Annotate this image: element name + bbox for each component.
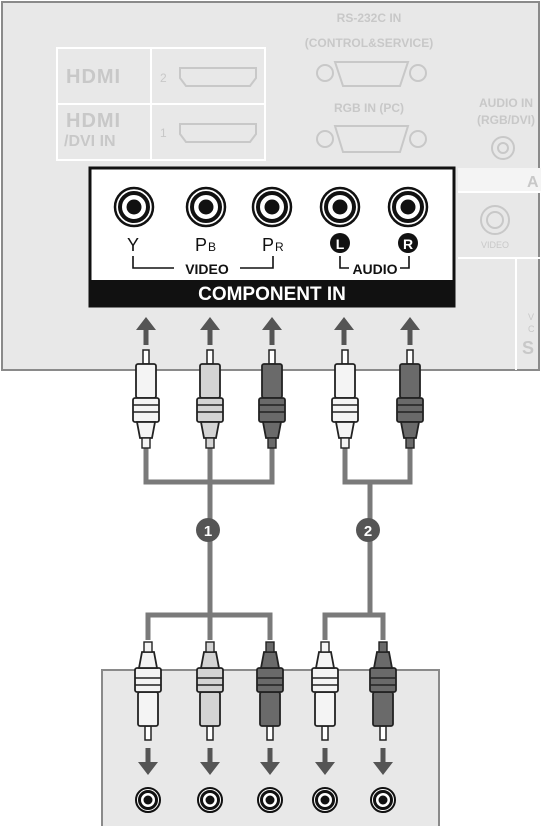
cable-wires (143, 445, 413, 640)
component-in-label: COMPONENT IN (198, 284, 346, 305)
av-video-label: VIDEO (481, 240, 509, 250)
hdmi2-index: 2 (160, 71, 167, 85)
arrow-up-icon (334, 317, 354, 345)
arrow-down-icon (138, 748, 158, 775)
svg-text:R: R (403, 236, 413, 252)
av-video-jack (480, 205, 510, 235)
video-group-label: VIDEO (185, 261, 229, 277)
rs232c-port (316, 61, 427, 87)
audio-in-jack (491, 136, 515, 160)
step-1-badge: 1 (196, 518, 220, 542)
jack-audio-left-icon (319, 186, 361, 228)
jack-pr-icon (251, 186, 293, 228)
label-y: Y (127, 235, 139, 255)
arrow-down-icon (373, 748, 393, 775)
plug-pb-icon (196, 349, 224, 449)
svg-text:2: 2 (364, 523, 372, 540)
arrow-down-icon (200, 748, 220, 775)
source-jack-audio-left-icon (311, 786, 339, 814)
source-jack-y-icon (134, 786, 162, 814)
plug-audio-left-icon (331, 349, 359, 449)
arrow-up-icon (200, 317, 220, 345)
svg-text:L: L (336, 236, 345, 252)
plug-y-icon (134, 641, 162, 741)
right-channel-icon: R (398, 233, 418, 253)
plug-y-icon (132, 349, 160, 449)
side-partial-small-v: V (528, 312, 534, 322)
source-jack-audio-right-icon (369, 786, 397, 814)
arrow-up-icon (262, 317, 282, 345)
hdmi-logo: HDMI (66, 110, 121, 132)
plug-audio-left-icon (311, 641, 339, 741)
hdmi2-port (179, 67, 257, 87)
arrow-up-icon (136, 317, 156, 345)
plug-audio-right-icon (396, 349, 424, 449)
arrow-up-icon (400, 317, 420, 345)
audio-in-label: AUDIO IN (479, 96, 533, 110)
rgb-in-port (316, 125, 427, 153)
component-in-box: Y PB PR L R VIDEO AUDIO COMPONENT IN (88, 166, 456, 308)
source-jack-pb-icon (196, 786, 224, 814)
up-arrows (136, 317, 420, 345)
side-partial-small-c: C (528, 324, 535, 334)
av-in-partial-label: A (527, 174, 539, 191)
jack-pb-icon (185, 186, 227, 228)
side-partial-label: S (522, 338, 534, 358)
audio-group-label: AUDIO (352, 261, 397, 277)
label-pb: PB (195, 235, 216, 255)
plug-pb-icon (196, 641, 224, 741)
jack-audio-right-icon (387, 186, 429, 228)
plug-audio-right-icon (369, 641, 397, 741)
plug-pr-icon (256, 641, 284, 741)
step-2-badge: 2 (356, 518, 380, 542)
label-pr: PR (262, 235, 284, 255)
rs232c-sublabel: (CONTROL&SERVICE) (305, 36, 433, 50)
audio-in-sublabel: (RGB/DVI) (477, 113, 535, 127)
hdmi1-port (179, 123, 257, 143)
rs232c-label: RS-232C IN (337, 11, 402, 25)
arrow-down-icon (315, 748, 335, 775)
down-arrows (138, 748, 393, 775)
hdmi-dvi-label: /DVI IN (64, 133, 116, 150)
svg-text:1: 1 (204, 523, 212, 540)
left-channel-icon: L (330, 233, 350, 253)
hdmi1-index: 1 (160, 126, 167, 140)
arrow-down-icon (260, 748, 280, 775)
jack-y-icon (113, 186, 155, 228)
hdmi-logo: HDMI (66, 66, 121, 88)
plug-pr-icon (258, 349, 286, 449)
rgb-in-label: RGB IN (PC) (334, 101, 404, 115)
source-jack-pr-icon (256, 786, 284, 814)
